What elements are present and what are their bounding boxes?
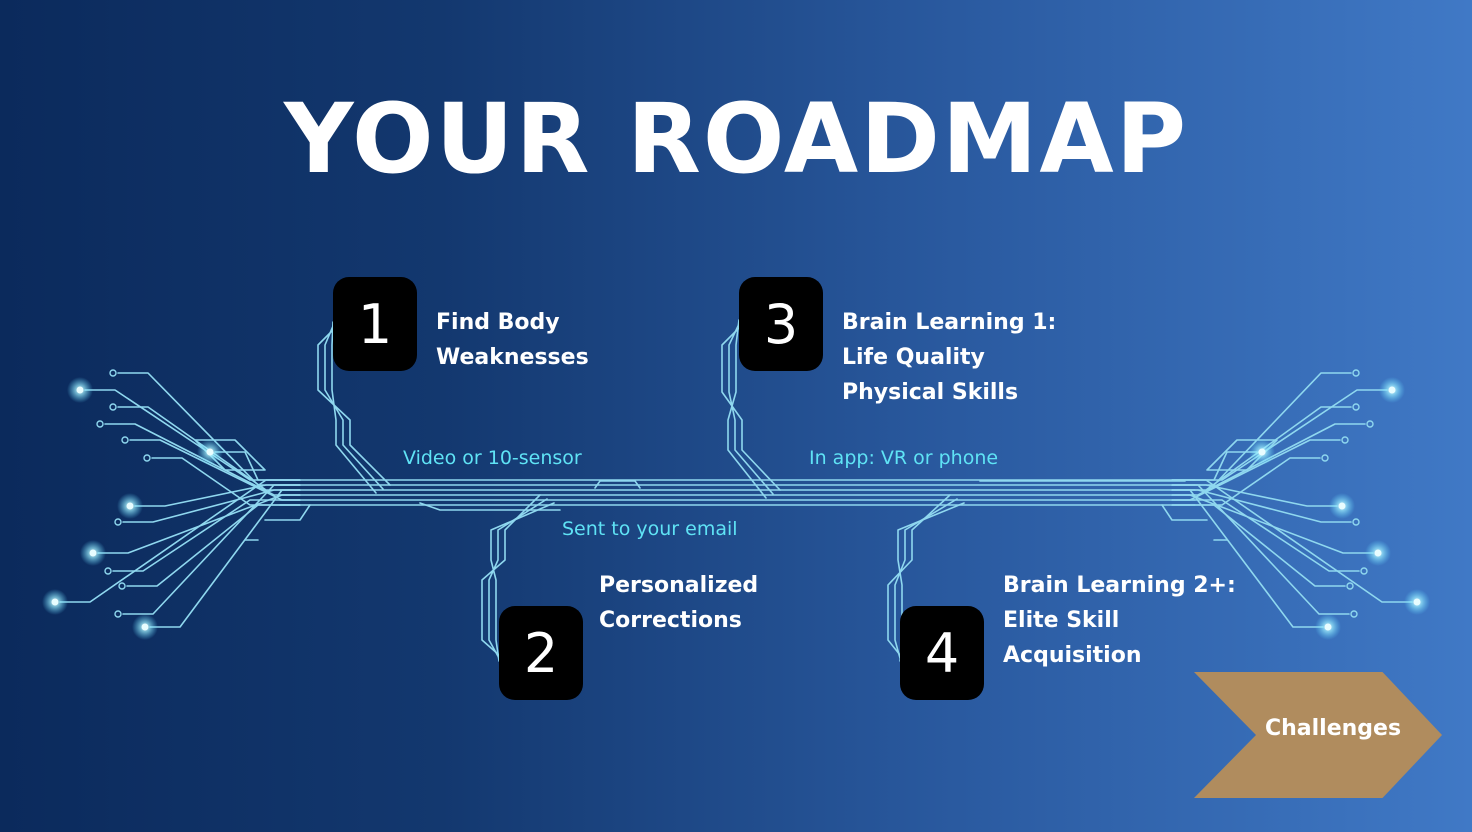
step-3-title-line: Physical Skills xyxy=(842,380,1019,405)
left-fan-trace xyxy=(122,484,301,615)
left-circuit-node xyxy=(121,436,129,444)
step-2-title: Personalized Corrections xyxy=(599,568,758,638)
right-fan-trace xyxy=(1171,494,1374,554)
right-circuit-node xyxy=(1352,518,1360,526)
glowing-node-core xyxy=(1413,598,1421,606)
step-2-number: 2 xyxy=(523,621,559,685)
step-4-title-line: Acquisition xyxy=(1003,643,1142,668)
right-circuit-node xyxy=(1352,369,1360,377)
left-circuit-node xyxy=(114,518,122,526)
left-circuit-node xyxy=(114,610,122,618)
left-circuit-node xyxy=(104,567,112,575)
glowing-node-core xyxy=(89,549,97,557)
glowing-node-core xyxy=(1338,502,1346,510)
page-title: YOUR ROADMAP xyxy=(283,83,1189,195)
glowing-node-core xyxy=(141,623,149,631)
right-stub-trace xyxy=(1161,504,1208,521)
right-fan-trace xyxy=(1171,389,1388,481)
left-fan-trace xyxy=(97,494,301,554)
step-1-number: 1 xyxy=(357,292,393,356)
step-2-title-line: Personalized xyxy=(599,573,759,598)
step-2-badge: 2 xyxy=(499,606,583,700)
step-3-branch-trace xyxy=(727,319,767,499)
step-4-number: 4 xyxy=(924,621,960,685)
step-2-title-line: Corrections xyxy=(599,608,742,633)
right-fan-trace xyxy=(1171,479,1413,603)
right-circuit-node xyxy=(1350,610,1358,618)
bus-jog-trace xyxy=(594,480,641,489)
step-1-title-line: Find Body xyxy=(436,310,560,335)
left-stub-trace xyxy=(264,504,311,521)
step-4-title: Brain Learning 2+: Elite Skill Acquisiti… xyxy=(1003,568,1236,673)
step-2-branch-trace xyxy=(490,502,555,662)
step-4-title-line: Elite Skill xyxy=(1003,608,1120,633)
step-1-caption: Video or 10-sensor xyxy=(403,447,582,469)
right-fan-trace xyxy=(1171,489,1324,628)
left-circuit-node xyxy=(109,369,117,377)
glowing-node-core xyxy=(1258,448,1266,456)
left-circuit-node xyxy=(118,582,126,590)
step-3-title-line: Life Quality xyxy=(842,345,985,370)
step-3-caption: In app: VR or phone xyxy=(809,447,999,469)
right-circuit-node xyxy=(1341,436,1349,444)
step-3-number: 3 xyxy=(763,292,799,356)
right-circuit-node xyxy=(1360,567,1368,575)
step-3-title: Brain Learning 1: Life Quality Physical … xyxy=(842,305,1056,410)
step-2-caption: Sent to your email xyxy=(562,518,738,540)
left-fan-trace xyxy=(84,389,301,481)
left-fan-trace xyxy=(126,504,301,587)
step-3-badge: 3 xyxy=(739,277,823,371)
right-circuit-node xyxy=(1321,454,1329,462)
bus-jog-trace xyxy=(419,502,561,511)
step-4-badge: 4 xyxy=(900,606,984,700)
left-fan-trace xyxy=(59,479,301,603)
step-1-branch-trace xyxy=(331,321,377,494)
step-3-title-line: Brain Learning 1: xyxy=(842,310,1057,335)
glowing-node-core xyxy=(126,502,134,510)
glowing-node-core xyxy=(76,386,84,394)
right-fan-trace xyxy=(1171,484,1350,615)
glowing-node-core xyxy=(51,598,59,606)
glowing-node-core xyxy=(206,448,214,456)
step-1-title-line: Weaknesses xyxy=(436,345,589,370)
right-circuit-node xyxy=(1346,582,1354,590)
step-1-title: Find Body Weaknesses xyxy=(436,305,589,375)
step-4-title-line: Brain Learning 2+: xyxy=(1003,573,1236,598)
step-1-badge: 1 xyxy=(333,277,417,371)
left-fan-trace xyxy=(149,489,301,628)
glowing-node-core xyxy=(1374,549,1382,557)
glowing-node-core xyxy=(1388,386,1396,394)
left-circuit-node xyxy=(96,420,104,428)
glowing-node-core xyxy=(1324,623,1332,631)
right-fan-trace xyxy=(1171,504,1346,587)
right-circuit-node xyxy=(1366,420,1374,428)
left-circuit-node xyxy=(143,454,151,462)
left-circuit-node xyxy=(109,403,117,411)
right-circuit-node xyxy=(1352,403,1360,411)
